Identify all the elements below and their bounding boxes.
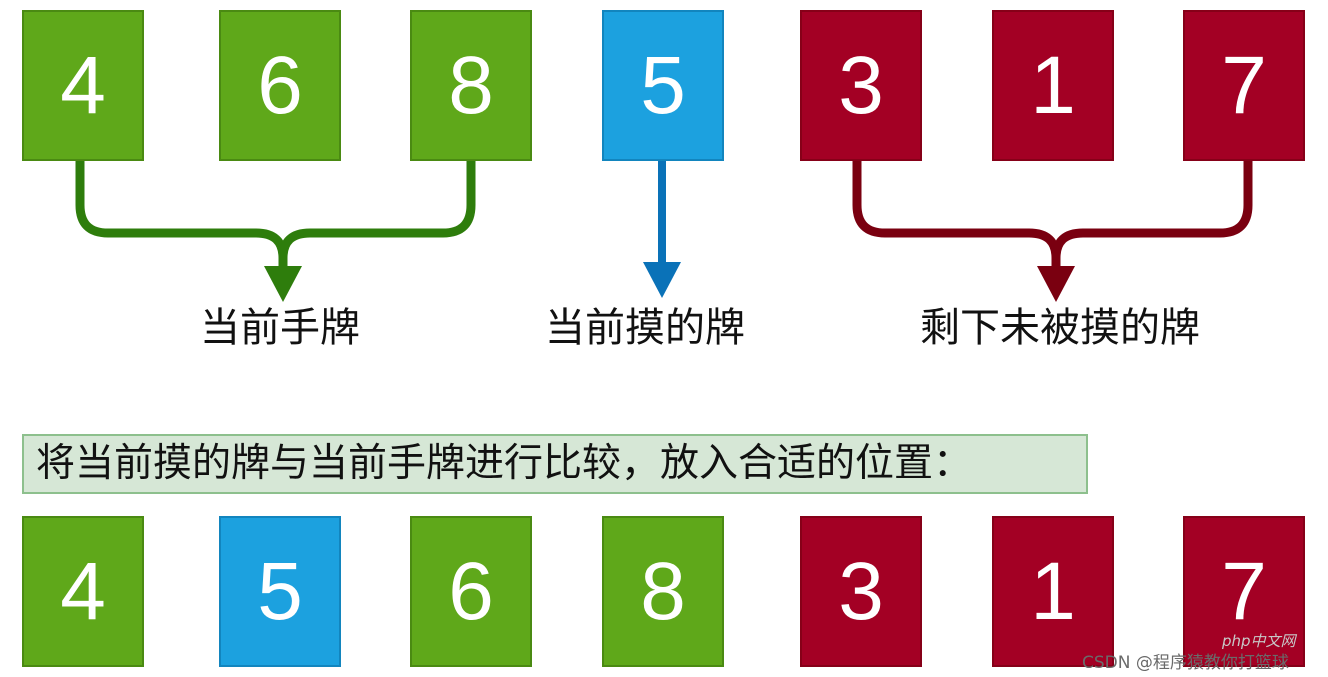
top-card-7: 7 <box>1183 10 1305 161</box>
bottom-card-6: 1 <box>992 516 1114 667</box>
card-value: 6 <box>257 39 303 131</box>
card-value: 3 <box>838 39 884 131</box>
top-card-4: 5 <box>602 10 724 161</box>
instruction-banner: 将当前摸的牌与当前手牌进行比较，放入合适的位置： <box>22 434 1088 494</box>
top-card-6: 1 <box>992 10 1114 161</box>
top-card-2: 6 <box>219 10 341 161</box>
card-value: 5 <box>257 545 303 637</box>
hand-bracket-connector <box>75 161 476 268</box>
card-value: 1 <box>1030 39 1076 131</box>
top-card-5: 3 <box>800 10 922 161</box>
bottom-card-2: 5 <box>219 516 341 667</box>
card-value: 6 <box>448 545 494 637</box>
bottom-card-1: 4 <box>22 516 144 667</box>
hand-arrowhead <box>264 266 302 302</box>
label-remaining: 剩下未被摸的牌 <box>920 305 1200 351</box>
remaining-arrowhead <box>1037 266 1075 302</box>
bottom-card-5: 3 <box>800 516 922 667</box>
card-value: 7 <box>1221 545 1267 637</box>
drawn-arrowhead <box>643 262 681 298</box>
card-value: 1 <box>1030 545 1076 637</box>
card-value: 8 <box>640 545 686 637</box>
php-logo-watermark: php中文网 <box>1222 632 1296 650</box>
csdn-watermark: CSDN @程序猿教你打篮球 <box>1082 653 1289 673</box>
card-value: 3 <box>838 545 884 637</box>
label-current-drawn: 当前摸的牌 <box>545 305 745 351</box>
bottom-card-3: 6 <box>410 516 532 667</box>
card-value: 4 <box>60 39 106 131</box>
remaining-bracket-connector <box>852 161 1253 268</box>
card-value: 5 <box>640 39 686 131</box>
top-card-3: 8 <box>410 10 532 161</box>
card-value: 4 <box>60 545 106 637</box>
bottom-card-7: 7 <box>1183 516 1305 667</box>
label-current-hand: 当前手牌 <box>200 305 360 351</box>
top-card-1: 4 <box>22 10 144 161</box>
bottom-card-4: 8 <box>602 516 724 667</box>
card-value: 8 <box>448 39 494 131</box>
card-value: 7 <box>1221 39 1267 131</box>
